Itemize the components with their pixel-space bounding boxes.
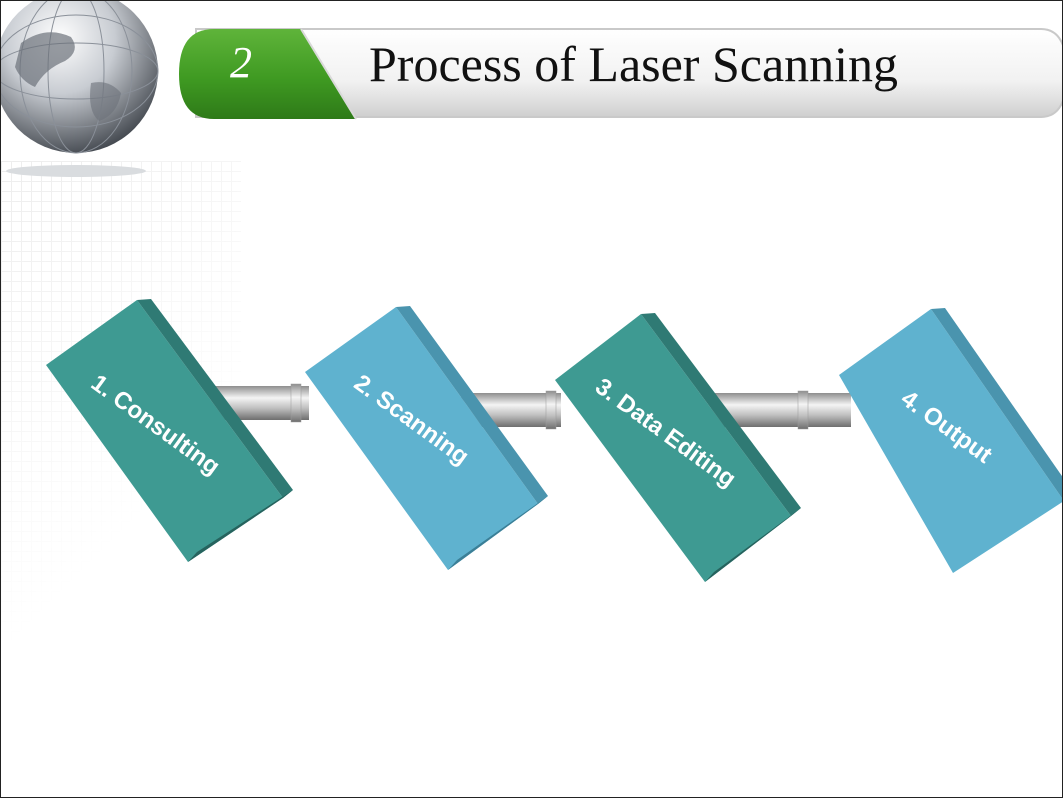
- step-1-block: 1. Consulting: [46, 299, 293, 562]
- globe-icon: [1, 1, 159, 177]
- section-number: 2: [230, 38, 252, 87]
- step-4-block: 4. Output: [839, 308, 1062, 573]
- connector-pipe: [211, 383, 851, 430]
- step-3-block: 3. Data Editing: [555, 313, 801, 582]
- slide-title: Process of Laser Scanning: [369, 36, 899, 92]
- header-graphic: [179, 28, 1062, 120]
- step-2-block: 2. Scanning: [305, 306, 548, 570]
